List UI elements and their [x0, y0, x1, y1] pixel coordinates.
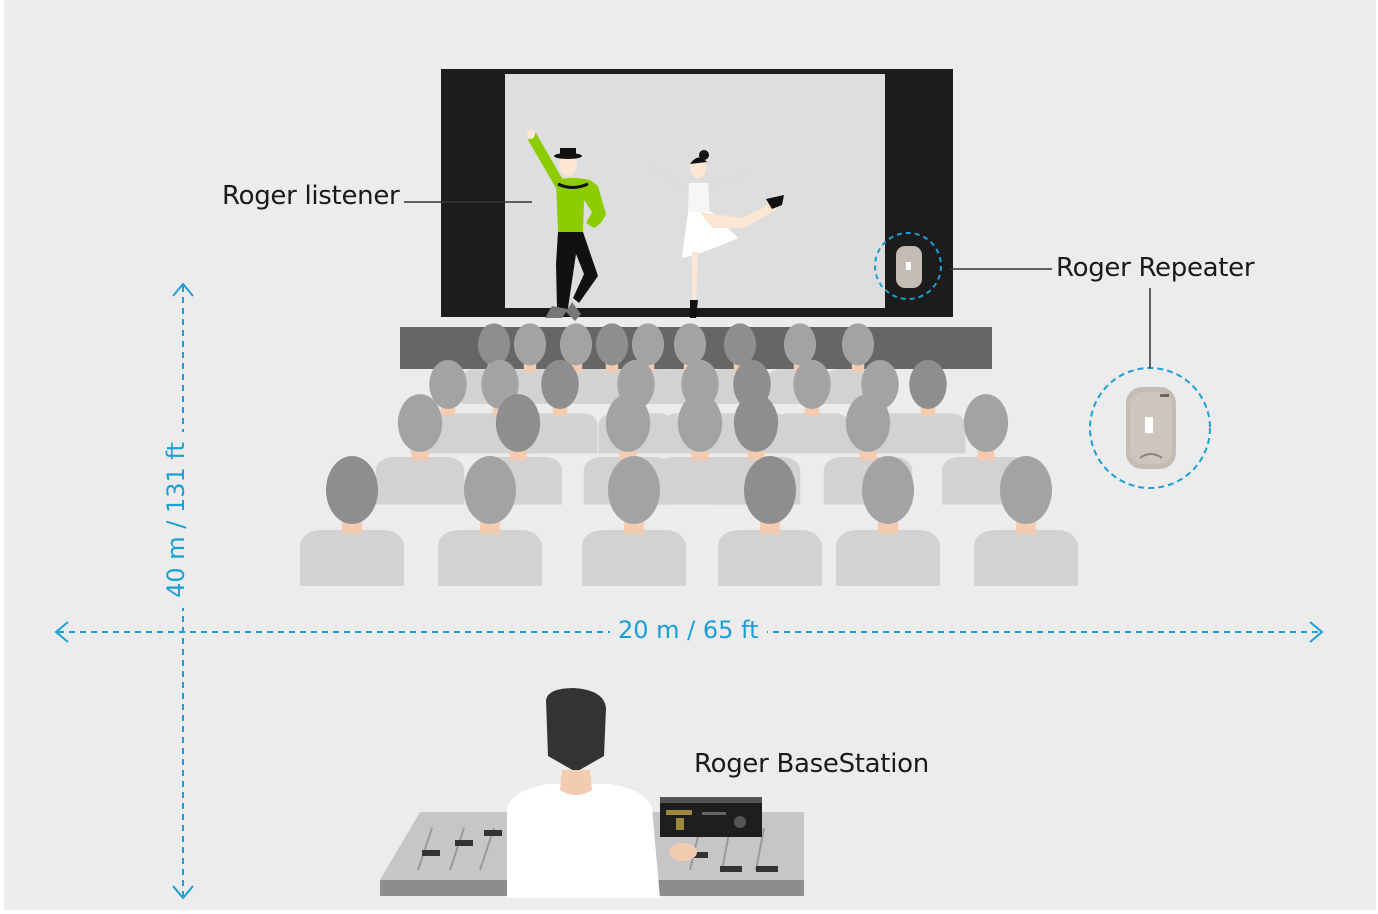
audience-member [300, 456, 404, 586]
audience-member [836, 456, 940, 586]
audience-member [582, 456, 686, 586]
audience-member [375, 394, 465, 505]
depth-dimension-line [172, 282, 194, 900]
roger-listener-label: Roger listener [222, 181, 400, 211]
roger-basestation-label: Roger BaseStation [694, 749, 929, 779]
sound-engineer [507, 688, 697, 898]
roger-listener-dancer [527, 129, 606, 321]
width-dimension-label: 20 m / 65 ft [610, 616, 767, 644]
roger-basestation-device [660, 797, 762, 837]
stage-repeater [874, 232, 942, 300]
audience-member [522, 359, 598, 454]
roger-repeater-label: Roger Repeater [1056, 253, 1255, 283]
audience-member [890, 359, 966, 454]
audience [300, 323, 1078, 586]
ballerina [644, 150, 784, 318]
audience-member [718, 456, 822, 586]
audience-member [438, 456, 542, 586]
audience-member [774, 359, 850, 454]
audience-member [974, 456, 1078, 586]
depth-dimension-label: 40 m / 131 ft [162, 432, 190, 608]
